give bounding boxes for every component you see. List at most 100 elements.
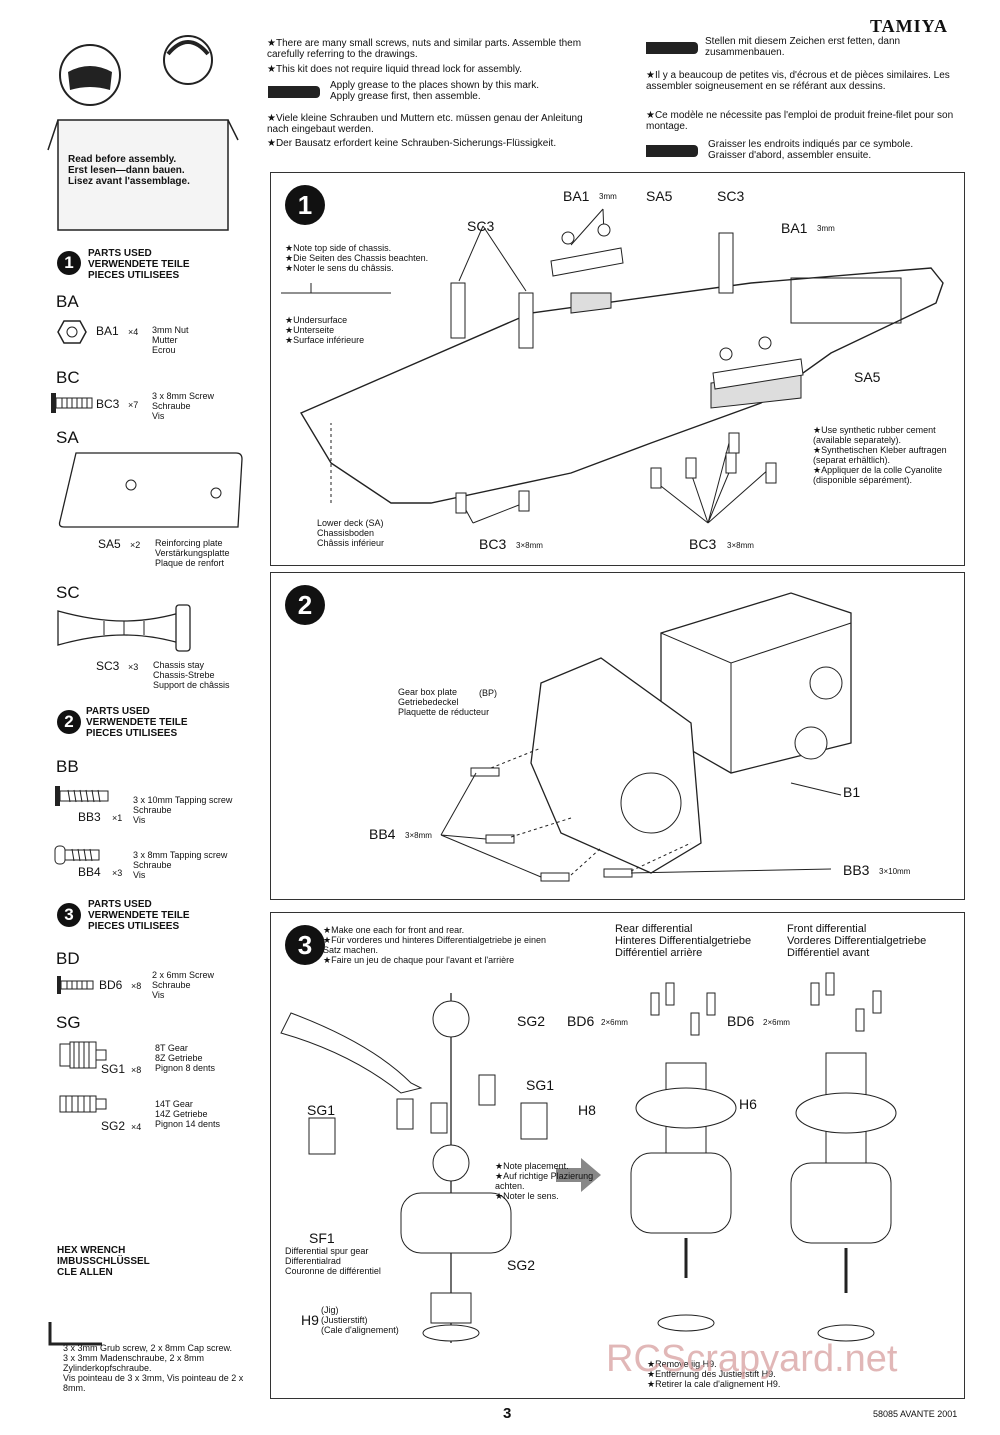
notice-illustration <box>28 20 243 235</box>
part-desc: 3 x 10mm Tapping screw Schraube Vis <box>133 795 233 825</box>
rear-differential-label: Rear differential Hinteres Differentialg… <box>615 923 752 959</box>
part-label-b1: B1 <box>843 784 861 800</box>
part-desc: 2 x 6mm Screw Schraube Vis <box>152 970 215 1000</box>
intro-en-grease: Apply grease to the places shown by this… <box>330 80 539 102</box>
part-id: SG1 <box>101 1062 126 1076</box>
part-qty: ×4 <box>128 327 139 337</box>
part-desc: 8T Gear 8Z Getriebe Pignon 8 dents <box>155 1043 216 1073</box>
step2-panel: 2 Gear box plate Getriebedeckel Plaquett… <box>270 572 965 900</box>
intro-de-2: ★Der Bausatz erfordert keine Schrauben-S… <box>267 138 557 149</box>
grease-icon <box>646 145 698 157</box>
step-number-badge: 2 <box>285 585 325 625</box>
part-id: BB4 <box>78 865 101 879</box>
part-desc: 3 x 8mm Screw Schraube Vis <box>152 391 215 421</box>
part-size-label: 3×8mm <box>727 541 754 550</box>
part-label-sa5: SA5 <box>646 188 673 204</box>
intro-en-2: ★This kit does not require liquid thread… <box>267 64 523 75</box>
part-group-code: SC <box>56 583 80 602</box>
part-label-bd6: BD6 <box>727 1013 755 1029</box>
front-differential-label: Front differential Vorderes Differential… <box>787 923 927 959</box>
step-number-badge: 2 <box>57 710 81 734</box>
part-label-sc3: SC3 <box>717 188 745 204</box>
part-id: SA5 <box>98 537 121 551</box>
part-id: SC3 <box>96 659 120 673</box>
part-group-code: BD <box>56 949 80 968</box>
part-size-label: 2×6mm <box>763 1018 790 1027</box>
pinion-gear-icon <box>58 1092 108 1116</box>
gearbox-plate-label: Gear box plate Getriebedeckel Plaquette … <box>398 687 490 717</box>
part-size-label: 3×8mm <box>516 541 543 550</box>
hex-wrench-icon <box>46 1318 106 1348</box>
part-label-sc3: SC3 <box>467 218 495 234</box>
sf1-desc: Differential spur gear Differentialrad C… <box>285 1246 381 1276</box>
step3-diagram <box>280 972 897 1343</box>
part-qty: ×1 <box>112 813 123 823</box>
part-label-bc3: BC3 <box>479 536 507 552</box>
step1-diagram <box>281 208 944 524</box>
part-size-label: 3×8mm <box>405 831 432 840</box>
tapping-screw-icon <box>54 843 104 867</box>
notice-title: Read before assembly. Erst lesen—dann ba… <box>68 154 190 187</box>
part-size-label: 3×10mm <box>879 867 911 876</box>
part-label-sf1: SF1 <box>309 1230 335 1246</box>
step3-panel: 3 ★Make one each for front and rear. ★Fü… <box>270 912 965 1399</box>
step3-note: ★Make one each for front and rear. ★Für … <box>323 925 547 965</box>
part-qty: ×7 <box>128 400 139 410</box>
part-group-code: SG <box>56 1013 81 1032</box>
brand-logo: TAMIYA <box>870 16 949 36</box>
remove-jig-note: ★Remove jig H9. ★Entfernung des Justiers… <box>647 1359 781 1389</box>
intro-de-grease: Stellen mit diesem Zeichen erst fetten, … <box>705 36 901 58</box>
part-group-code: BB <box>56 757 79 776</box>
step1-note-top: ★Note top side of chassis. ★Die Seiten d… <box>285 243 429 273</box>
part-label-sg1: SG1 <box>526 1077 555 1093</box>
part-group-code: BA <box>56 292 79 311</box>
jig-label: (Jig) (Justierstift) (Cale d'alignement) <box>321 1305 399 1335</box>
chassis-stay-icon <box>54 603 194 653</box>
nut-icon <box>57 320 87 344</box>
hex-wrench-heading: HEX WRENCH IMBUSSCHLÜSSEL CLE ALLEN <box>57 1245 150 1278</box>
parts-used-heading: PARTS USED VERWENDETE TEILE PIECES UTILI… <box>88 248 190 281</box>
part-id: BB3 <box>78 810 101 824</box>
step1-note-under: ★Undersurface ★Unterseite ★Surface infér… <box>285 315 365 345</box>
part-desc: 3mm Nut Mutter Ecrou <box>152 325 189 355</box>
reinforcing-plate-icon <box>56 449 246 531</box>
page-number: 3 <box>503 1405 512 1422</box>
part-label-ba1: BA1 <box>563 188 590 204</box>
step-number-badge: 3 <box>57 903 81 927</box>
part-label-sg2: SG2 <box>517 1013 546 1029</box>
part-label-h9: H9 <box>301 1312 319 1328</box>
step1-panel: 1 ★Note top side of chassis. ★Die Seiten… <box>270 172 965 566</box>
part-desc: Reinforcing plate Verstärkungsplatte Pla… <box>155 538 230 568</box>
sidebar-parts: 1 PARTS USED VERWENDETE TEILE PIECES UTI… <box>0 0 260 1400</box>
step1-note-cement: ★Use synthetic rubber cement (available … <box>813 425 947 485</box>
hex-wrench-desc: 3 x 3mm Grub screw, 2 x 8mm Cap screw. 3… <box>63 1343 244 1393</box>
placement-note: ★Note placement. ★Auf richtige Plazierun… <box>495 1161 594 1201</box>
part-size-label: 3mm <box>599 192 617 201</box>
part-label-bd6: BD6 <box>567 1013 595 1029</box>
intro-fr-grease: Graisser les endroits indiqués par ce sy… <box>708 139 914 161</box>
part-id: SG2 <box>101 1119 126 1133</box>
part-label-bc3: BC3 <box>689 536 717 552</box>
part-qty: ×3 <box>112 868 123 878</box>
watermark: RCScrapyard.net <box>606 1338 898 1380</box>
part-label-sg2: SG2 <box>507 1257 536 1273</box>
part-qty: ×8 <box>131 1065 142 1075</box>
part-label-sg1: SG1 <box>307 1102 336 1118</box>
part-qty: ×8 <box>131 981 142 991</box>
part-size-label: 3mm <box>817 224 835 233</box>
gearbox-plate-code: (BP) <box>479 688 497 698</box>
part-qty: ×2 <box>130 540 141 550</box>
part-label-ba1: BA1 <box>781 220 808 236</box>
part-id: BC3 <box>96 397 120 411</box>
parts-used-heading: PARTS USED VERWENDETE TEILE PIECES UTILI… <box>86 706 188 739</box>
step2-diagram <box>440 592 852 882</box>
screw-icon <box>50 391 95 415</box>
part-id: BD6 <box>99 978 123 992</box>
part-group-code: BC <box>56 368 80 387</box>
intro-de-1: ★Viele kleine Schrauben und Muttern etc.… <box>267 113 583 135</box>
part-group-code: SA <box>56 428 79 447</box>
part-label-bb3: BB3 <box>843 862 870 878</box>
intro-fr-1: ★Il y a beaucoup de petites vis, d'écrou… <box>646 70 950 92</box>
grease-icon <box>268 86 320 98</box>
pinion-gear-icon <box>58 1040 108 1070</box>
